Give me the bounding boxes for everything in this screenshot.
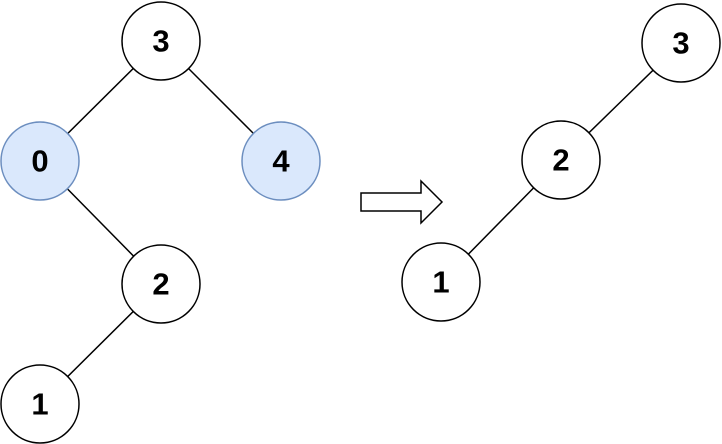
after-tree-node-1: 1: [401, 242, 481, 322]
node-label: 2: [552, 143, 569, 178]
before-tree-node-2: 2: [121, 244, 201, 324]
node-label: 3: [672, 26, 689, 61]
node-label: 2: [152, 267, 169, 302]
node-label: 3: [152, 24, 169, 59]
right-arrow-icon: [360, 179, 444, 225]
highlighted-node-circle: [0, 121, 80, 201]
before-tree-node-3: 3: [121, 1, 201, 81]
after-tree-node-2: 2: [521, 120, 601, 200]
before-tree-node-4: 4: [241, 121, 321, 201]
highlighted-node-circle: [241, 121, 321, 201]
node-label: 4: [272, 144, 290, 179]
node-label: 1: [432, 265, 449, 300]
node-circle: [121, 244, 201, 324]
node-circle: [0, 364, 80, 444]
before-tree-node-0: 0: [0, 121, 80, 201]
node-label: 0: [31, 144, 48, 179]
node-circle: [521, 120, 601, 200]
after-tree-node-3: 3: [641, 3, 721, 83]
node-circle: [401, 242, 481, 322]
before-tree-node-1: 1: [0, 364, 80, 444]
node-label: 1: [31, 387, 48, 422]
node-circle: [641, 3, 721, 83]
edges: [39, 40, 682, 405]
node-circle: [121, 1, 201, 81]
